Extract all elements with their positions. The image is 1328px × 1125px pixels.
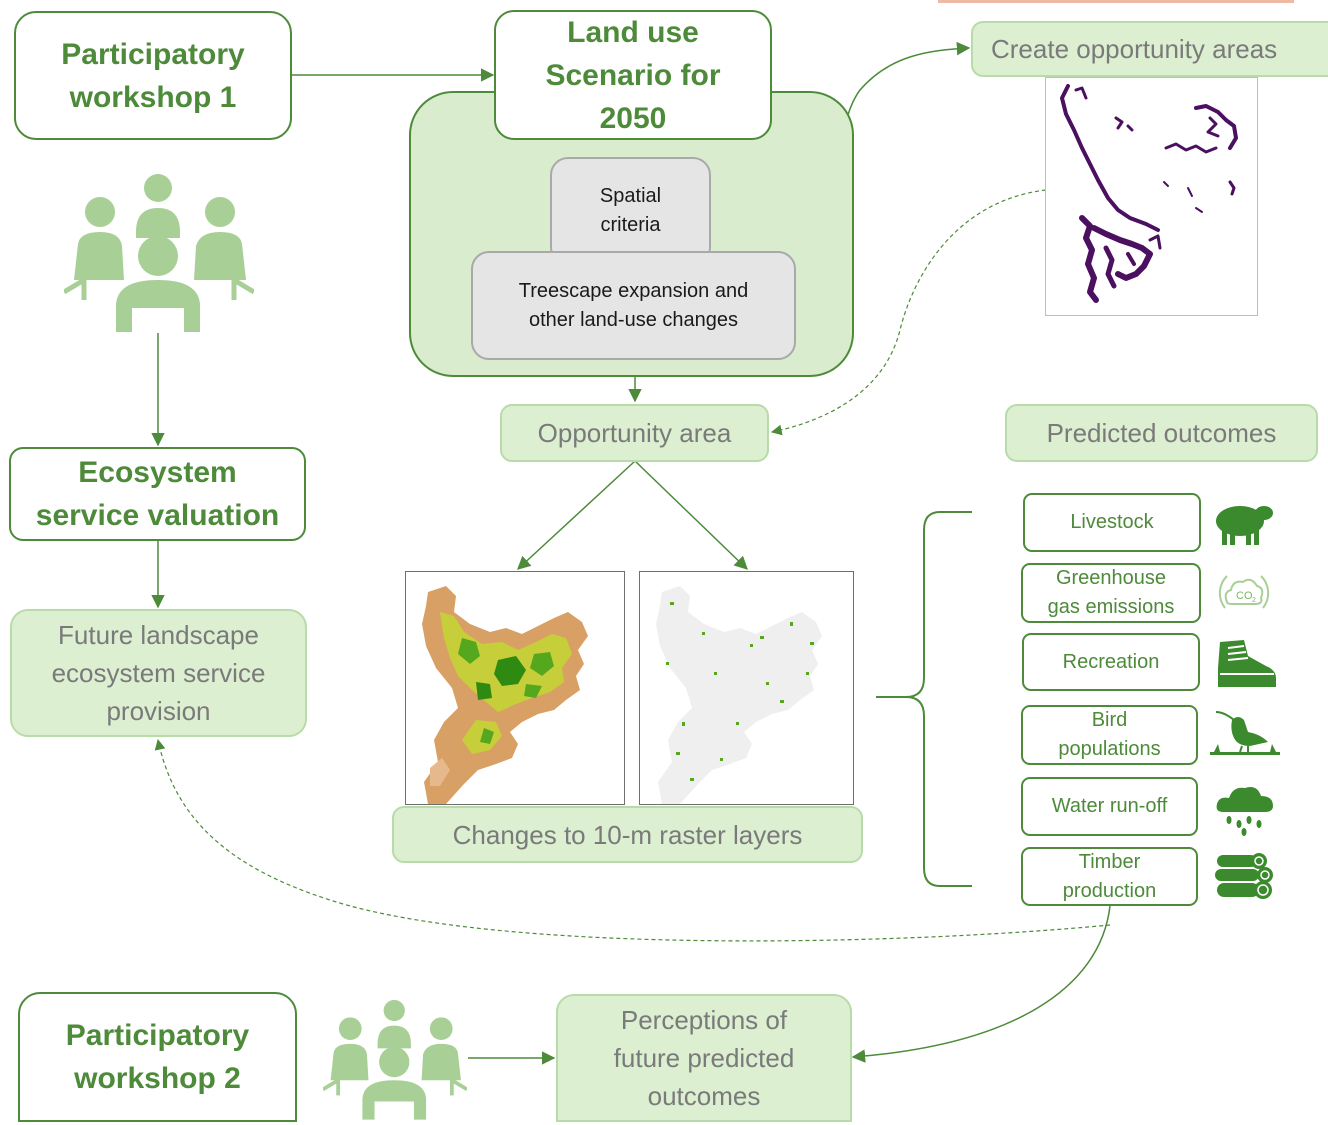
spatial-criteria: Spatial criteria [550, 157, 711, 265]
treescape-expansion: Treescape expansion and other land-use c… [471, 251, 796, 360]
raster-map-before-shapes [422, 586, 588, 804]
arrow-outcomes-to-perceptions [851, 905, 1111, 1063]
people-meeting-icon-2-shape [322, 999, 468, 1120]
opportunity-map-shapes [1060, 84, 1238, 303]
arrow-opportunity-to-raster-right [634, 460, 748, 570]
co2-icon: CO 2 [1213, 562, 1275, 624]
outcome-water-run-off: Water run-off [1021, 777, 1198, 836]
create-opportunity-areas: Create opportunity areas [971, 21, 1328, 77]
log-pile-icon [1213, 851, 1277, 901]
arrow-outcomes-to-future-landscape [154, 738, 1111, 942]
raster-map-changes-shapes [656, 586, 822, 804]
ecosystem-service-valuation: Ecosystem service valuation [9, 447, 306, 541]
opportunity-area: Opportunity area [500, 404, 769, 462]
outcome-greenhouse-gas: Greenhouse gas emissions [1021, 563, 1201, 623]
co2-icon-shape: CO 2 [1218, 575, 1270, 609]
participatory-workshop-2: Participatory workshop 2 [18, 992, 297, 1122]
log-pile-icon-shape [1215, 853, 1273, 899]
outcome-timber-production: Timber production [1021, 847, 1198, 906]
outcomes-bracket [876, 511, 972, 887]
people-meeting-icon-1-shape [62, 174, 256, 332]
hiking-boot-icon [1214, 638, 1278, 688]
co2-label: CO [1236, 590, 1253, 602]
raster-map-changes [639, 571, 854, 805]
predicted-outcomes: Predicted outcomes [1005, 404, 1318, 462]
hiking-boot-icon-shape [1218, 640, 1276, 687]
perceptions-of-outcomes: Perceptions of future predicted outcomes [556, 994, 852, 1122]
curlew-icon-shape [1210, 711, 1280, 755]
rain-cloud-icon [1215, 780, 1275, 838]
outcome-bird-populations: Bird populations [1021, 705, 1198, 765]
curlew-icon [1210, 708, 1280, 758]
land-use-scenario: Land use Scenario for 2050 [494, 10, 772, 140]
rain-cloud-icon-shape [1216, 787, 1273, 836]
changes-to-raster-layers: Changes to 10-m raster layers [392, 806, 863, 863]
outcome-livestock: Livestock [1023, 493, 1201, 552]
participatory-workshop-1: Participatory workshop 1 [14, 11, 292, 140]
sheep-icon [1214, 499, 1276, 547]
top-red-mark [938, 0, 1294, 3]
opportunity-map [1045, 77, 1258, 316]
raster-map-before [405, 571, 625, 805]
outcome-recreation: Recreation [1022, 633, 1200, 691]
people-meeting-icon [62, 172, 256, 332]
arrow-map-to-opportunity-area [770, 189, 1047, 436]
people-meeting-icon [322, 998, 468, 1120]
co2-subscript: 2 [1252, 597, 1256, 604]
sheep-icon-shape [1216, 506, 1273, 545]
future-landscape-provision: Future landscape ecosystem service provi… [10, 609, 307, 737]
arrow-opportunity-to-raster-left [517, 460, 636, 570]
